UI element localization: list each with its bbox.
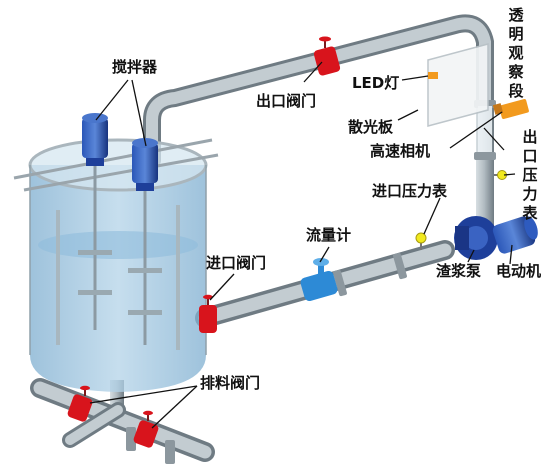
inlet-valve: [199, 294, 217, 333]
outlet-pressure-gauge: [494, 170, 507, 180]
led-lamp-label: LED灯: [352, 74, 400, 92]
high-speed-camera: [492, 99, 529, 119]
electric-motor: [492, 216, 538, 254]
flow-meter: [300, 258, 338, 302]
drain-valve-left: [67, 385, 93, 422]
slurry-pump: [454, 216, 498, 260]
outlet-pressure-gauge-label: 出口压力表: [522, 128, 538, 222]
agitator-motor-left: [82, 113, 108, 166]
inlet-valve-label: 进口阀门: [206, 254, 267, 272]
led-lamp: [428, 72, 438, 79]
diffuser-plate-label: 散光板: [348, 118, 394, 136]
motor-label: 电动机: [496, 262, 542, 280]
agitator-label: 搅拌器: [112, 58, 158, 76]
transparent-section-label: 透明观察段: [508, 6, 524, 100]
diffuser-plate: [427, 43, 489, 127]
drain-valve-label: 排料阀门: [200, 374, 261, 392]
high-speed-camera-label: 高速相机: [370, 142, 431, 160]
slurry-pump-label: 渣浆泵: [436, 262, 482, 280]
flow-meter-label: 流量计: [306, 226, 352, 244]
inlet-pressure-gauge: [415, 232, 427, 250]
leader-lines: [89, 61, 516, 429]
stirred-tank: [13, 138, 219, 392]
inlet-pressure-gauge-label: 进口压力表: [372, 182, 448, 200]
outlet-valve: [313, 36, 341, 76]
outlet-valve-label: 出口阀门: [256, 92, 317, 110]
